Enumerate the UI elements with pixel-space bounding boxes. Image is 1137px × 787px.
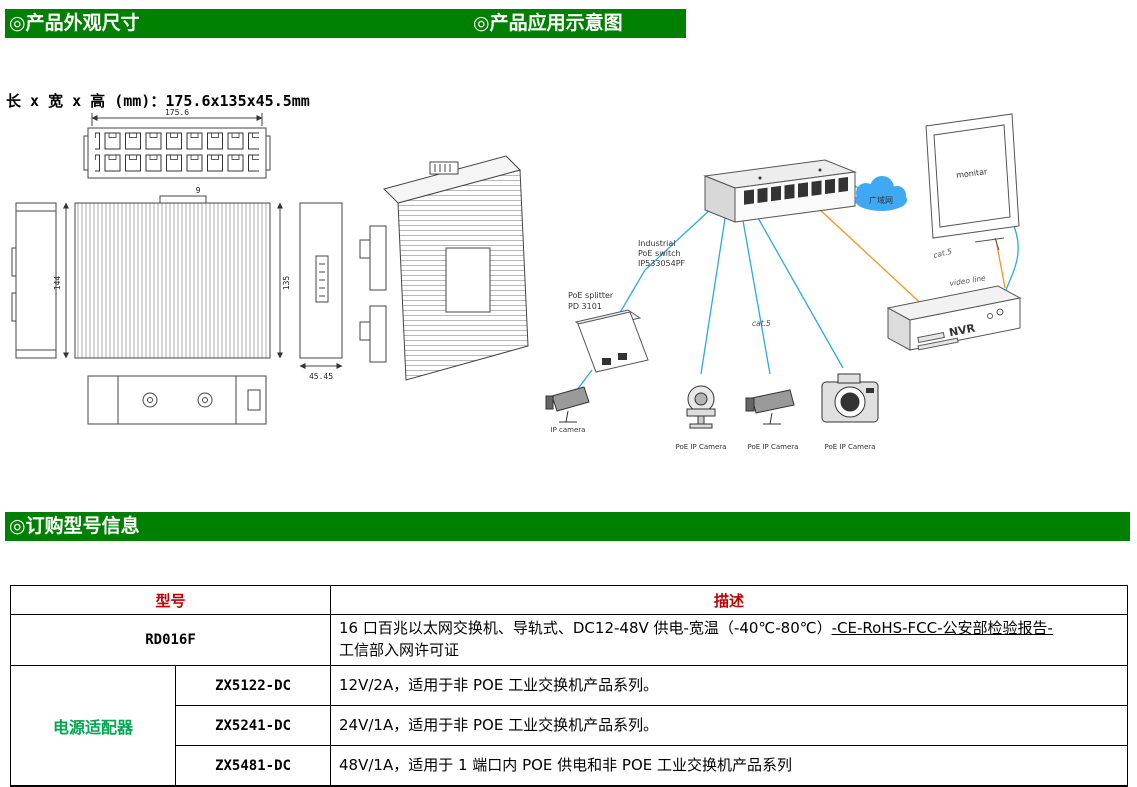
poe-camera-label-1: PoE IP Camera: [676, 443, 727, 451]
description-cell-zx5241: 24V/1A，适用于非 POE 工业交换机产品系列。: [330, 705, 1128, 746]
column-header-model: 型号: [9, 585, 332, 615]
poe-camera-label-2: PoE IP Camera: [748, 443, 799, 451]
drawings-and-application-diagram: 175.6 9 144 135 45.45: [11, 108, 1022, 451]
bullet-camera-drawing: [745, 389, 795, 425]
poe-camera-label-3: PoE IP Camera: [825, 443, 876, 451]
dome-camera-drawing: [686, 385, 716, 429]
switch-label-line3: IP533054PF: [638, 259, 686, 268]
side-view-left-drawing: [11, 202, 57, 359]
poe-switch-drawing: [703, 159, 857, 223]
monitor-label: monitar: [956, 167, 989, 180]
ip-camera-drawing: [545, 386, 590, 423]
bottom-view-drawing: [87, 375, 267, 425]
table-row: RD016F 16 口百兆以太网交换机、导轨式、DC12-48V 供电-宽温（-…: [9, 614, 1128, 666]
dimensions-note: 长 x 宽 x 高 (mm)：175.6x135x45.5mm: [6, 92, 310, 110]
perspective-view-drawing: [359, 155, 529, 381]
model-cell-rd016f: RD016F: [9, 614, 332, 666]
description-cell-rd016f: 16 口百兆以太网交换机、导轨式、DC12-48V 供电-宽温（-40℃-80℃…: [330, 614, 1128, 666]
description-text-line2: 工信部入网许可证: [339, 641, 460, 659]
section-title-application: ◎产品应用示意图: [473, 12, 623, 34]
splitter-label-line2: PD 3101: [568, 302, 602, 311]
cat5-label-top: cat.5: [932, 247, 953, 260]
dimension-depth-left-label: 144: [53, 276, 62, 291]
section-header-ordering: ◎订购型号信息: [5, 512, 1130, 541]
section-title-ordering: ◎订购型号信息: [9, 515, 140, 537]
dimension-tab-label: 9: [196, 186, 201, 195]
nvr-label: NVR: [948, 322, 977, 340]
monitor-drawing: [925, 113, 1020, 251]
group-cell-power-adapter: 电源适配器: [10, 665, 176, 787]
dimension-length-label: 175.6: [165, 108, 189, 117]
model-cell-zx5122: ZX5122-DC: [174, 665, 332, 706]
side-view-right-drawing: [299, 202, 343, 369]
switch-label-line2: PoE switch: [638, 249, 681, 258]
top-view-drawing: [63, 195, 283, 359]
box-camera-drawing: [821, 373, 879, 423]
poe-splitter-drawing: [574, 309, 649, 373]
description-text-underlined: -CE-RoHS-FCC-公安部检验报告-: [831, 619, 1053, 638]
wan-cloud-label: 广域网: [869, 195, 893, 205]
wan-cloud-icon: [855, 176, 907, 211]
description-cell-zx5122: 12V/2A，适用于非 POE 工业交换机产品系列。: [330, 665, 1128, 706]
table-row: 电源适配器 ZX5122-DC 12V/2A，适用于非 POE 工业交换机产品系…: [10, 665, 1128, 787]
splitter-label-line1: PoE splitter: [568, 291, 614, 300]
front-view-drawing: [83, 113, 271, 179]
nvr-drawing: [886, 285, 1022, 351]
video-line-label: video line: [949, 273, 987, 288]
section-title-appearance: ◎产品外观尺寸: [9, 12, 140, 34]
column-header-description: 描述: [330, 585, 1128, 615]
ip-camera-label: IP camera: [551, 426, 586, 434]
ordering-table: 型号 描述 RD016F 16 口百兆以太网交换机、导轨式、DC12-48V 供…: [9, 585, 1128, 787]
section-header-top: ◎产品外观尺寸 ◎产品应用示意图: [5, 9, 686, 38]
table-header-row: 型号 描述: [9, 585, 1128, 615]
dimension-height-label: 45.45: [309, 372, 333, 381]
table-row: ZX5241-DC 24V/1A，适用于非 POE 工业交换机产品系列。: [11, 705, 1128, 746]
cat5-label-mid: cat.5: [752, 319, 771, 328]
dimension-depth-right-label: 135: [282, 276, 291, 291]
switch-label-line1: Industrial: [638, 239, 676, 248]
model-cell-zx5241: ZX5241-DC: [174, 705, 332, 746]
description-text: 16 口百兆以太网交换机、导轨式、DC12-48V 供电-宽温（-40℃-80℃…: [339, 619, 832, 638]
video-lines: [817, 207, 1006, 311]
